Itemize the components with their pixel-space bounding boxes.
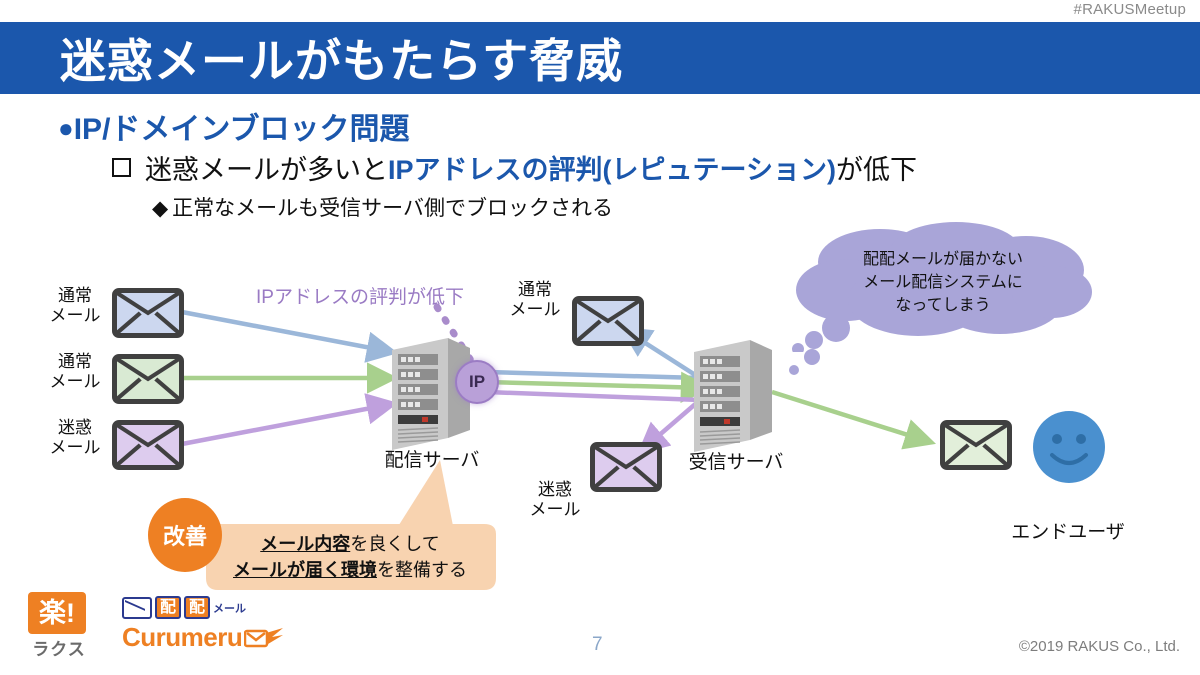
improve-callout-box (196, 520, 496, 592)
curumeru-logo-text: Curumeru (122, 622, 243, 652)
improve-callout-text: メール内容を良くして メールが届く環境を整備する (210, 531, 490, 583)
cloud-text-line2: メール配信システムに (863, 274, 1023, 292)
improve-badge: 改善 (148, 498, 222, 572)
page-number: 7 (592, 634, 603, 655)
bounced-spam-mail-line1: 迷惑 (538, 480, 572, 499)
improve-line2-underlined: メールが届く環境 (233, 560, 377, 581)
thought-cloud (788, 222, 1098, 352)
source-mail-1-label-line2: メール (49, 306, 101, 326)
envelope-source-1 (112, 288, 184, 338)
improve-badge-label: 改善 (162, 524, 207, 549)
sending-server-label: 配信サーバ (384, 450, 480, 471)
bullet-level2-highlight: IPアドレスの評判(レピュテーション) (388, 155, 836, 185)
envelope-source-3 (112, 420, 184, 470)
bullet-level2-prefix: 迷惑メールが多いと (145, 155, 388, 185)
envelope-source-2 (112, 354, 184, 404)
bullet-dot-icon: ● (58, 113, 74, 143)
rakus-logo-mark: 楽! (28, 592, 86, 634)
haihai-suffix: メール (213, 602, 247, 615)
improve-line1-underlined: メール内容 (260, 534, 351, 554)
rakus-logo: 楽! ラクス (28, 592, 90, 660)
bounced-normal-mail-line1: 通常 (518, 280, 552, 299)
source-mail-3-label-line2: メール (49, 438, 101, 458)
cloud-text-line1: 配配メールが届かない (862, 251, 1023, 268)
bullet-level1: ●IP/ドメインブロック問題 (58, 104, 410, 148)
end-user-smiley-icon (1032, 410, 1106, 489)
haihai-mail-logo: 配 配 メール (122, 596, 246, 619)
bullet-level1-label: IP/ドメインブロック問題 (73, 113, 410, 146)
source-mail-1-label-line1: 通常 (58, 286, 92, 305)
bounced-normal-mail-label: 通常 メール (502, 280, 568, 321)
bullet-square-icon (112, 158, 131, 177)
cloud-text-line3: なってしまう (895, 297, 991, 315)
receiving-server-label: 受信サーバ (688, 452, 784, 473)
source-mail-2-label-line2: メール (49, 372, 101, 392)
source-mail-3-label: 迷惑 メール (42, 418, 108, 459)
receiving-server-icon (694, 340, 772, 452)
ip-badge: IP (455, 360, 499, 404)
bullet-level2-suffix: が低下 (835, 155, 917, 185)
bullet-diamond-icon: ◆ (152, 197, 169, 220)
ip-badge-label: IP (468, 372, 486, 391)
bullet-level3-label: 正常なメールも受信サーバ側でブロックされる (172, 197, 613, 220)
slide-title: 迷惑メールがもたらす脅威 (60, 35, 624, 87)
thought-cloud-text: 配配メールが届かない メール配信システムに なってしまう (808, 248, 1078, 318)
copyright-text: ©2019 RAKUS Co., Ltd. (1018, 638, 1180, 655)
rakus-logo-name: ラクス (32, 640, 86, 659)
source-mail-1-label: 通常 メール (42, 286, 108, 327)
envelope-bounced-normal (572, 296, 644, 346)
envelope-bounced-spam (590, 442, 662, 492)
haihai-envelope-icon (122, 596, 152, 619)
title-bar: 迷惑メールがもたらす脅威 (0, 22, 1200, 94)
event-hashtag: #RAKUSMeetup (1073, 1, 1186, 18)
haihai-box-2: 配 (184, 596, 211, 619)
source-mail-2-label-line1: 通常 (58, 352, 92, 371)
improve-line2-rest: を整備する (377, 560, 467, 581)
curumeru-logo: Curumeru (122, 622, 284, 653)
bounced-normal-mail-line2: メール (509, 300, 561, 320)
envelope-delivered (940, 420, 1012, 470)
source-mail-2-label: 通常 メール (42, 352, 108, 393)
haihai-box-1: 配 (155, 596, 182, 619)
curumeru-wing-icon (244, 627, 284, 647)
ip-reputation-note: IPアドレスの評判が低下 (256, 287, 464, 308)
thought-cloud-trail (789, 349, 820, 375)
improve-line1-rest: を良くして (350, 534, 440, 554)
bullet-level2: 迷惑メールが多いとIPアドレスの評判(レピュテーション)が低下 (112, 148, 917, 187)
source-mail-3-label-line1: 迷惑 (58, 418, 92, 437)
bounced-spam-mail-label: 迷惑 メール (522, 480, 588, 521)
bullet-level3: ◆正常なメールも受信サーバ側でブロックされる (152, 192, 613, 222)
bounced-spam-mail-line2: メール (529, 500, 581, 520)
end-user-label: エンドユーザ (1011, 522, 1125, 543)
